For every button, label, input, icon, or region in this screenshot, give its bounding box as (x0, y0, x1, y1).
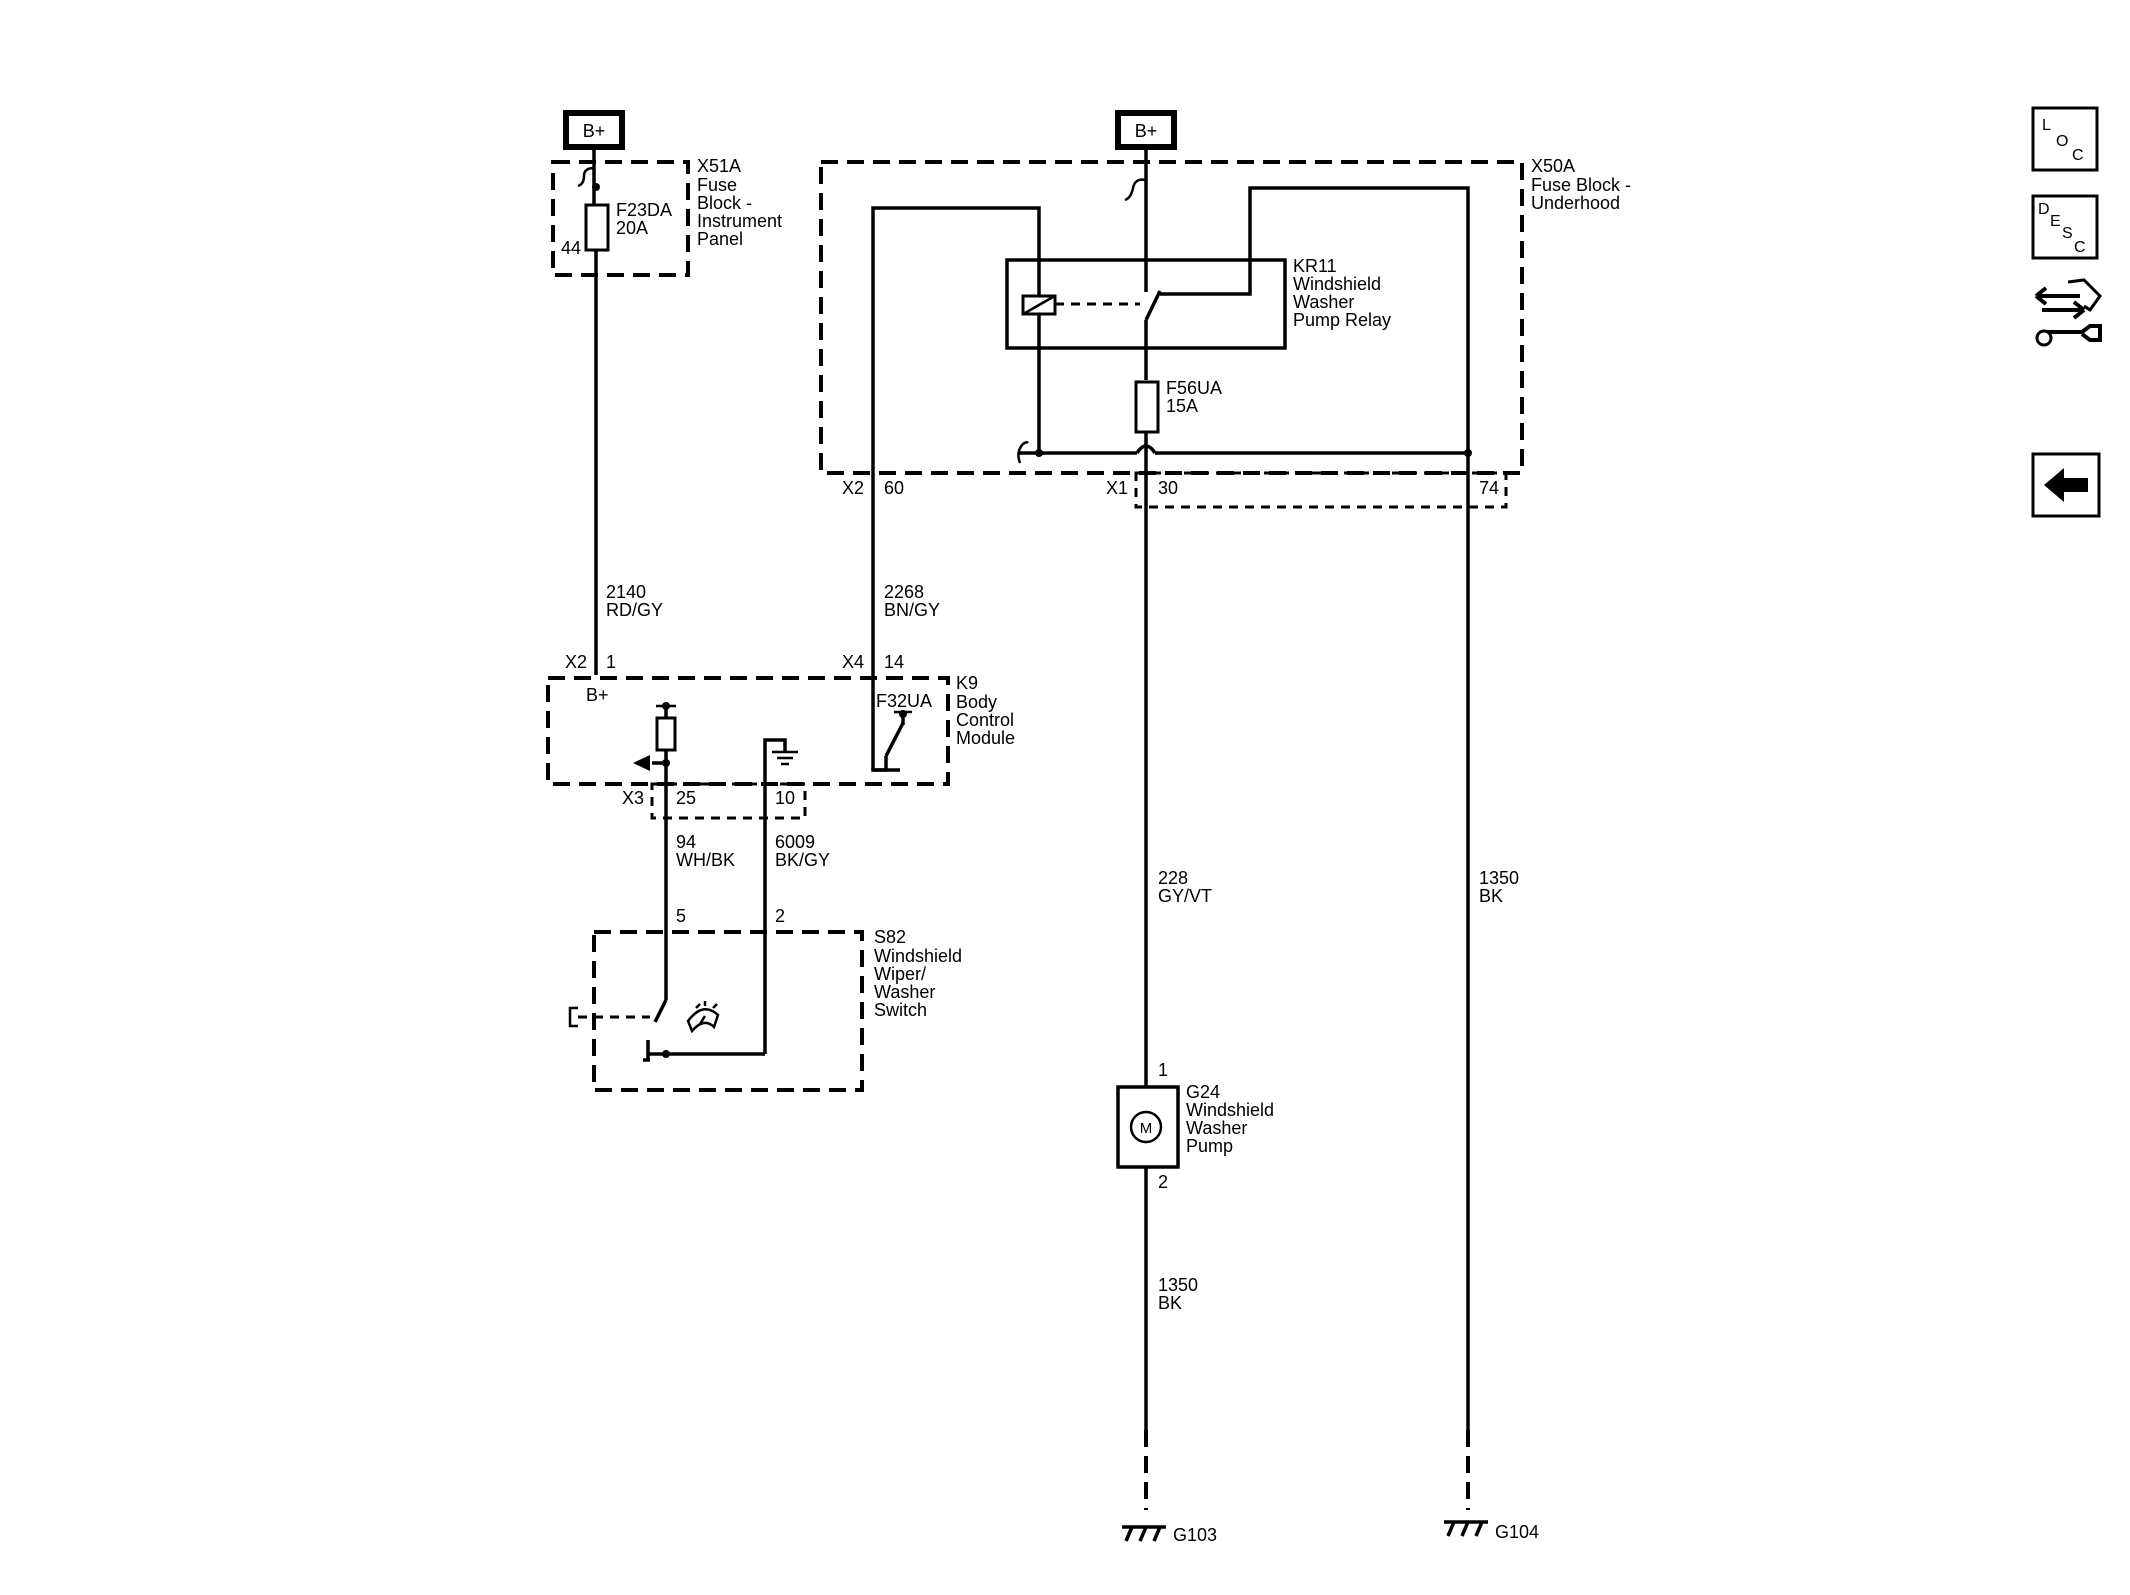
k9-name-line1: Body (956, 692, 997, 712)
x50a-conn-x1: X1 (1106, 478, 1128, 498)
x51a-name-line1: Fuse (697, 175, 737, 195)
f23da-rating: 20A (616, 218, 648, 238)
module-k9-bcm: K9 Body Control Module X2 1 X4 14 B+ F32… (546, 652, 1015, 820)
g24-pin-1: 1 (1158, 1060, 1168, 1080)
g24-ref: G24 (1186, 1082, 1220, 1102)
k9-name-line2: Control (956, 710, 1014, 730)
x51a-name-line3: Instrument (697, 211, 782, 231)
kr11-ref: KR11 (1293, 256, 1337, 276)
desc-button[interactable]: D E S C (2031, 194, 2099, 260)
s82-pin-5: 5 (676, 906, 686, 926)
s82-ref: S82 (874, 927, 906, 947)
x50a-name-line1: Fuse Block - (1531, 175, 1631, 195)
svg-text:L: L (2042, 117, 2051, 134)
g24-name-line2: Washer (1186, 1118, 1247, 1138)
back-button[interactable] (2031, 452, 2101, 518)
wire-1350-right-color: BK (1479, 886, 1503, 906)
wire-2268-color: BN/GY (884, 600, 940, 620)
s82-pin-2: 2 (775, 906, 785, 926)
k9-pin-1: 1 (606, 652, 616, 672)
x50a-ref: X50A (1531, 156, 1575, 176)
kr11-name-line3: Pump Relay (1293, 310, 1391, 330)
power-source-right: B+ (1115, 110, 1177, 150)
s82-name-line1: Windshield (874, 946, 962, 966)
svg-text:C: C (2074, 239, 2086, 256)
f23da-name: F23DA (616, 200, 672, 220)
wire-94-circuit: 94 (676, 832, 696, 852)
switch-s82: S82 Windshield Wiper/ Washer Switch 5 2 (568, 906, 962, 1092)
connector-tool-icon (2034, 278, 2102, 347)
loc-button[interactable]: L O C (2031, 106, 2099, 172)
svg-text:C: C (2072, 147, 2084, 164)
wire-6009-circuit: 6009 (775, 832, 815, 852)
k9-name-line3: Module (956, 728, 1015, 748)
wire-2140-circuit: 2140 (606, 582, 646, 602)
svg-text:S: S (2062, 225, 2073, 242)
x51a-bus-break-symbol (577, 166, 595, 188)
wire-1350-right-circuit: 1350 (1479, 868, 1519, 888)
wire-228-circuit: 228 (1158, 868, 1188, 888)
wire-2268-circuit: 2268 (884, 582, 924, 602)
g24-name-line3: Pump (1186, 1136, 1233, 1156)
fuse-f56ua (1134, 380, 1160, 434)
x50a-name-line2: Underhood (1531, 193, 1620, 213)
fuse-block-x51a: X51A Fuse Block - Instrument Panel F23DA… (551, 148, 782, 675)
k9-pin-25: 25 (676, 788, 696, 808)
wire-228-color: GY/VT (1158, 886, 1212, 906)
ground-g104-label: G104 (1495, 1522, 1539, 1542)
pump-g24: M G24 Windshield Washer Pump 1 2 (1116, 1060, 1274, 1192)
power-label-left: B+ (583, 121, 606, 141)
kr11-name-line2: Washer (1293, 292, 1354, 312)
x50a-pin-60: 60 (884, 478, 904, 498)
g24-name-line1: Windshield (1186, 1100, 1274, 1120)
x50a-conn-x2: X2 (842, 478, 864, 498)
s82-name-line3: Washer (874, 982, 935, 1002)
fuse-block-x50a: X50A Fuse Block - Underhood KR11 Windshi… (819, 148, 1631, 509)
wire-94-color: WH/BK (676, 850, 735, 870)
back-arrow-icon (2044, 468, 2088, 502)
k9-pin-10: 10 (775, 788, 795, 808)
s82-name-line4: Switch (874, 1000, 927, 1020)
ground-g103-label: G103 (1173, 1525, 1217, 1545)
kr11-name-line1: Windshield (1293, 274, 1381, 294)
s82-name-line2: Wiper/ (874, 964, 926, 984)
wire-1350-pump-circuit: 1350 (1158, 1275, 1198, 1295)
desc-icon: D E S C (2038, 201, 2086, 256)
k9-conn-x4: X4 (842, 652, 864, 672)
x51a-name-line4: Panel (697, 229, 743, 249)
ground-g104: G104 (1444, 1520, 1539, 1542)
x51a-pin-44: 44 (561, 238, 581, 258)
f56ua-name: F56UA (1166, 378, 1222, 398)
svg-text:D: D (2038, 201, 2050, 218)
connector-tool-button[interactable] (2034, 278, 2102, 347)
k9-bplus-label: B+ (586, 685, 609, 705)
k9-ref: K9 (956, 673, 978, 693)
g24-pin-2: 2 (1158, 1172, 1168, 1192)
power-source-left: B+ (563, 110, 625, 150)
loc-icon: L O C (2042, 117, 2084, 164)
f56ua-rating: 15A (1166, 396, 1198, 416)
x51a-ref: X51A (697, 156, 741, 176)
f32ua-name: F32UA (876, 691, 932, 711)
x50a-pin-30: 30 (1158, 478, 1178, 498)
k9-conn-x3: X3 (622, 788, 644, 808)
k9-pin-14: 14 (884, 652, 904, 672)
svg-text:O: O (2056, 133, 2068, 150)
motor-symbol (1129, 1110, 1163, 1144)
k9-conn-x2: X2 (565, 652, 587, 672)
power-label-right: B+ (1135, 121, 1158, 141)
x50a-pin-74: 74 (1479, 478, 1499, 498)
ground-g103: G103 (1122, 1525, 1217, 1545)
wire-1350-pump-color: BK (1158, 1293, 1182, 1313)
fuse-f23da (584, 203, 610, 252)
pump-motor-label: M (1140, 1120, 1153, 1137)
washer-symbol-icon (686, 1001, 720, 1034)
svg-text:E: E (2050, 213, 2061, 230)
wire-2140-color: RD/GY (606, 600, 663, 620)
x51a-name-line2: Block - (697, 193, 752, 213)
wire-6009-color: BK/GY (775, 850, 830, 870)
